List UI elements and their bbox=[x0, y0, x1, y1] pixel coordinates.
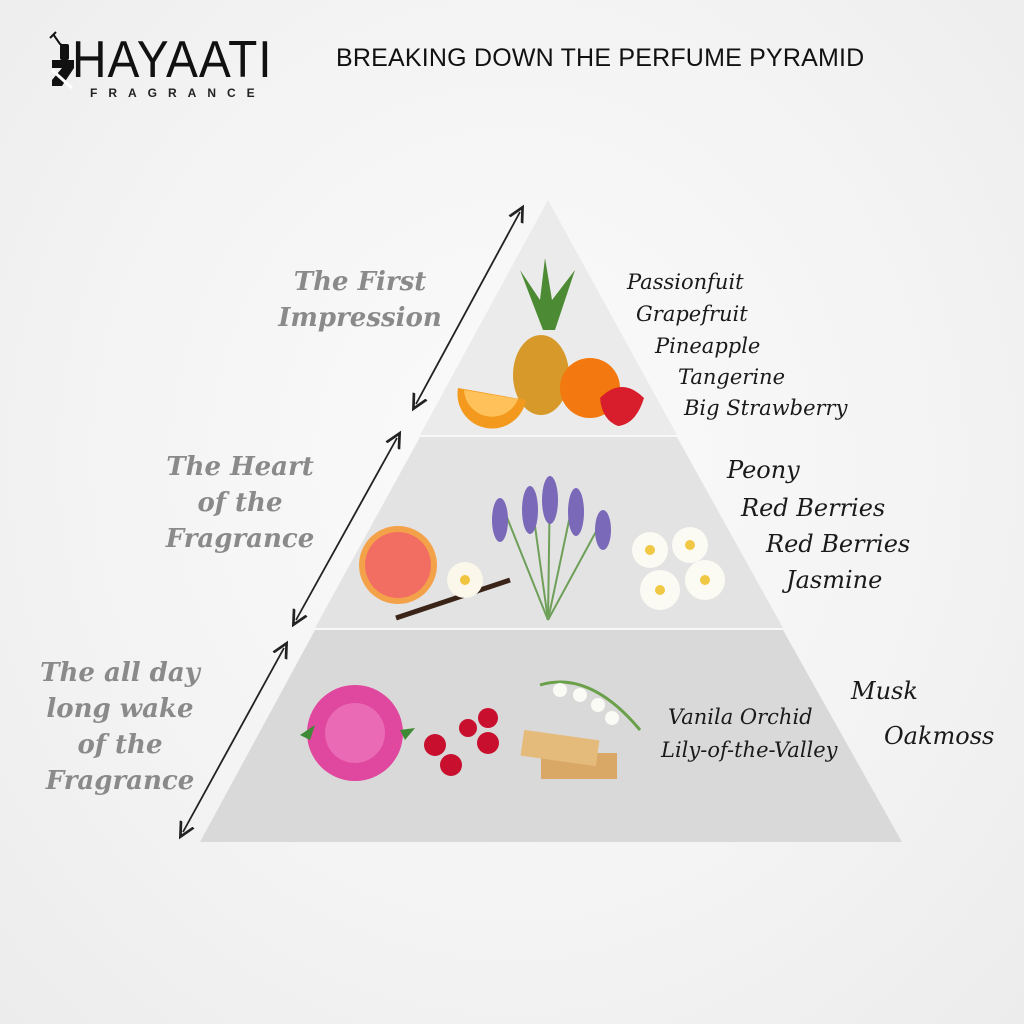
top-tier-label: The First Impression bbox=[270, 264, 450, 336]
note-big-strawberry: Big Strawberry bbox=[684, 396, 848, 420]
pineapple-icon bbox=[513, 258, 575, 415]
red-berries-icon bbox=[424, 708, 499, 776]
note-red-berries: Red Berries bbox=[766, 530, 911, 558]
label-line: of the bbox=[77, 730, 163, 760]
grapefruit-icon bbox=[359, 526, 437, 604]
label-line: of the bbox=[197, 488, 283, 518]
label-line: The all day bbox=[40, 658, 200, 688]
base-tier-label: The all day long wake of the Fragrance bbox=[30, 655, 210, 799]
base-tier-arrow bbox=[183, 648, 284, 832]
logo-figure-icon bbox=[49, 31, 74, 90]
brand-name: HAYAATI bbox=[72, 31, 273, 89]
brand-subtitle: FRAGRANCE bbox=[90, 86, 266, 100]
middle-tier-arrow bbox=[296, 438, 397, 620]
page-title: BREAKING DOWN THE PERFUME PYRAMID bbox=[336, 44, 865, 72]
label-line: Fragrance bbox=[45, 766, 195, 796]
note-peony: Peony bbox=[727, 456, 800, 484]
note-oakmoss: Oakmoss bbox=[884, 722, 995, 750]
lavender-icon bbox=[492, 476, 611, 621]
peony-icon bbox=[300, 685, 415, 781]
top-tier-arrow bbox=[416, 212, 520, 404]
vanilla-flower-icon bbox=[395, 562, 511, 621]
note-jasmine: Jasmine bbox=[786, 566, 883, 594]
jasmine-icon bbox=[632, 527, 725, 610]
lily-of-the-valley-icon bbox=[539, 680, 642, 731]
brand-logo bbox=[48, 30, 288, 105]
label-line: Fragrance bbox=[165, 524, 315, 554]
note-grapefruit: Grapefruit bbox=[636, 302, 748, 326]
label-line: The First bbox=[293, 267, 427, 297]
orange-slice-icon bbox=[457, 388, 526, 429]
note-pineapple: Pineapple bbox=[655, 334, 761, 358]
note-red-berries: Red Berries bbox=[741, 494, 886, 522]
strawberry-icon bbox=[600, 387, 644, 426]
note-vanilla-orchid: Vanila Orchid bbox=[668, 705, 813, 729]
middle-tier-label: The Heart of the Fragrance bbox=[150, 449, 330, 557]
label-line: The Heart bbox=[166, 452, 314, 482]
note-musk: Musk bbox=[851, 677, 918, 705]
label-line: long wake bbox=[46, 694, 194, 724]
note-tangerine: Tangerine bbox=[678, 365, 785, 389]
note-passionfruit: Passionfuit bbox=[627, 270, 744, 294]
oakmoss-wood-icon bbox=[520, 729, 617, 779]
note-lily-of-the-valley: Lily-of-the-Valley bbox=[661, 738, 838, 762]
label-line: Impression bbox=[278, 303, 442, 333]
